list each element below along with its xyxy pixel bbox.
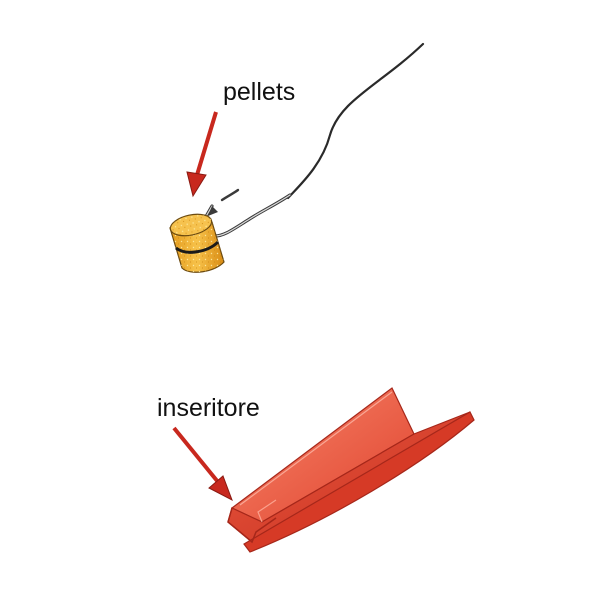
pointer-arrow-icon [186,111,218,198]
pointer-arrow-icon [172,426,233,502]
fishing-line-icon [286,42,425,200]
pellet-bait-icon [169,213,225,273]
pellet-inserter-tool-icon [227,387,475,553]
label-inseritore: inseritore [157,394,260,422]
label-pellets: pellets [223,78,296,106]
fishing-hook-icon [201,188,292,238]
